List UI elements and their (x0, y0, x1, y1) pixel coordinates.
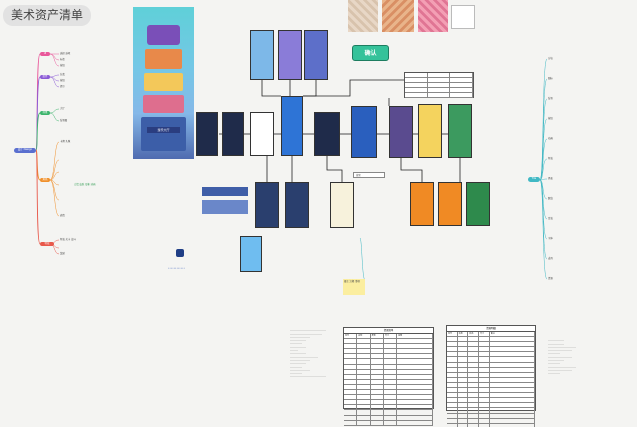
notes-block-right: ———————— ———————— —————————————— ———————… (548, 340, 576, 376)
connector-line (49, 74, 60, 78)
connector-line (49, 76, 60, 88)
left-branch-scenes[interactable]: 场景 (40, 111, 50, 115)
left-leaf: 背景图 (60, 119, 68, 122)
asset-screen[interactable]: 邮件 (285, 182, 309, 228)
left-leaf: 分类 (60, 73, 65, 76)
left-branch-characters[interactable]: 角色 (40, 178, 50, 182)
asset-table-left: 资源清单 序号 名称 类型 尺寸 说明 (343, 327, 434, 426)
connector-line (539, 179, 548, 240)
connector-line (359, 237, 366, 281)
left-branch-effects[interactable]: 特效 (40, 242, 54, 246)
spec-table (404, 72, 474, 99)
left-branch-ui[interactable]: UI (40, 52, 50, 56)
connector-line (49, 53, 60, 67)
connector-line (326, 156, 343, 182)
left-leaf: 提示 (60, 85, 65, 88)
asset-screen[interactable] (351, 106, 377, 158)
notes-block: —————————————————— ———————————————— ————… (290, 330, 326, 379)
connector-line (539, 138, 548, 181)
texture-swatch[interactable] (382, 0, 414, 32)
connector-line (49, 141, 60, 181)
left-leaf: 按钮 (60, 64, 65, 67)
asset-screen[interactable]: 任务 (255, 182, 279, 228)
left-leaf: 标签 (60, 58, 65, 61)
character-card[interactable]: 抽卡 (240, 236, 262, 272)
page-title[interactable]: 美术资产清单 (3, 5, 92, 26)
right-leaf: 数值 (548, 197, 553, 200)
asset-screen[interactable]: 商店 (222, 112, 244, 156)
asset-table-right: 资源明细 序号 名称 状态 尺寸 备注 (446, 325, 536, 427)
right-leaf: 图标 (548, 77, 553, 80)
right-leaf: 字体 (548, 237, 553, 240)
icon-widget[interactable] (176, 249, 184, 257)
left-root-node[interactable]: 设计 Design (14, 148, 36, 153)
left-leaf: 表情 (60, 214, 65, 217)
asset-table-right-title: 资源明细 (447, 326, 535, 332)
connector-line (49, 179, 60, 186)
connector-line (539, 179, 548, 280)
asset-screen[interactable]: 好友 (410, 182, 434, 226)
connector-line (303, 80, 317, 97)
connector-line (49, 112, 60, 122)
left-leaf: 选择 选项 (60, 52, 71, 55)
right-leaf: 方块 (548, 57, 553, 60)
connector-line (35, 112, 41, 151)
texture-swatch[interactable] (348, 0, 378, 32)
connector-line (539, 178, 548, 181)
connector-line (400, 158, 423, 182)
connector-line (261, 80, 281, 97)
connector-line (49, 171, 60, 181)
asset-screen[interactable] (250, 30, 274, 80)
connector-line (539, 158, 548, 181)
right-leaf: 特效 (548, 157, 553, 160)
left-leaf: 大厅 (60, 107, 65, 110)
left-leaf: 奖励 (60, 252, 65, 255)
connector-line (303, 79, 404, 97)
asset-screen[interactable]: 活动 (250, 112, 274, 156)
right-root-node[interactable]: Tile (528, 177, 540, 182)
asset-screen[interactable]: 战斗 (281, 96, 303, 156)
right-leaf: 道具 (548, 257, 553, 260)
asset-screen[interactable]: 关卡 (314, 112, 340, 156)
asset-screen[interactable]: 签到 (330, 182, 354, 228)
asset-screen[interactable]: 装扮 (438, 182, 462, 226)
left-branch-components[interactable]: 组件 (40, 75, 50, 79)
asset-table-left-title: 资源清单 (344, 328, 433, 334)
lobby-building-image[interactable]: 游乐大厅 (133, 7, 194, 159)
connector-line (49, 159, 60, 181)
building-sign: 游乐大厅 (147, 127, 180, 133)
right-leaf: 背景 (548, 97, 553, 100)
widget-caption: •••••••••••• (168, 267, 185, 270)
connector-line (49, 53, 60, 61)
connector-line (49, 108, 60, 114)
asset-screen[interactable]: 设置 (448, 104, 472, 158)
legend-box (451, 5, 475, 29)
left-leaf: 特效 关卡 战斗 (60, 238, 76, 241)
asset-screen[interactable]: 奖励 (389, 106, 413, 158)
right-leaf: 资源 (548, 277, 553, 280)
asset-screen[interactable]: 背包 (196, 112, 218, 156)
search-input[interactable]: 搜索 (353, 172, 385, 178)
asset-screen[interactable] (278, 30, 302, 80)
sticky-note[interactable]: 备注 注释 事项 (343, 279, 365, 295)
icon-strip[interactable] (202, 200, 248, 214)
left-leaf: 卡牌 头像 (60, 140, 71, 143)
asset-screen[interactable] (304, 30, 328, 80)
right-leaf: 动画 (548, 137, 553, 140)
connector-line (49, 179, 60, 217)
connector-line (35, 149, 41, 245)
right-leaf: 音效 (548, 217, 553, 220)
left-leaf: 按钮 (60, 79, 65, 82)
texture-swatch[interactable] (418, 0, 448, 32)
asset-screen[interactable]: 排行 (418, 104, 442, 158)
confirm-button[interactable]: 确认 (352, 45, 389, 61)
asset-screen[interactable]: 角色 (466, 182, 490, 226)
right-leaf: 界面 (548, 177, 553, 180)
left-leaf: 立绘 皮肤 形象 动画 (74, 183, 96, 186)
right-leaf: 按钮 (548, 117, 553, 120)
icon-strip[interactable] (202, 187, 248, 196)
